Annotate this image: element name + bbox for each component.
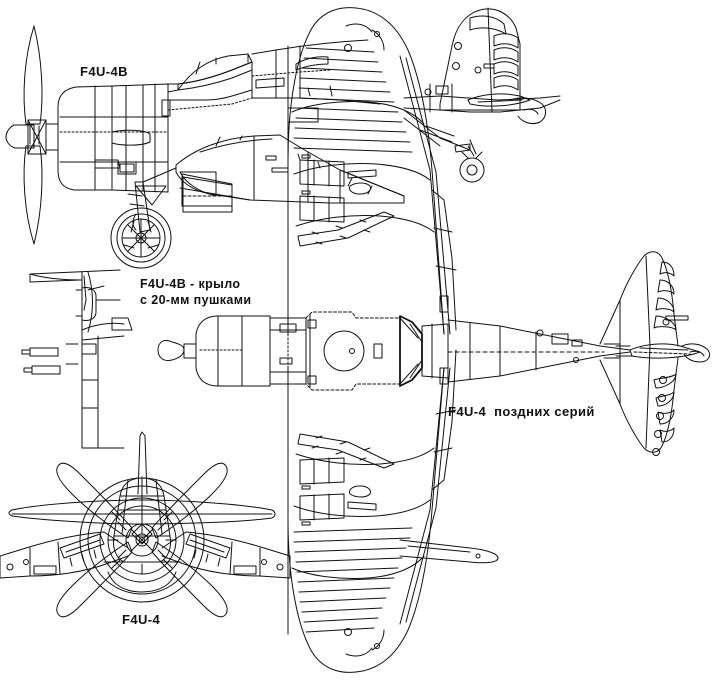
plan-lower-gun-bays: [299, 457, 345, 526]
side-canopy: [177, 53, 253, 91]
side-cowling: [57, 85, 113, 191]
label-front-view: F4U-4: [122, 612, 161, 627]
wing-detail-group: [21, 269, 133, 449]
side-under-wing-bay: [182, 176, 233, 213]
plan-lower-wing: [287, 349, 457, 673]
label-plan-view: F4U-4 поздних серий: [448, 404, 595, 419]
side-wing-fairing: [179, 171, 251, 207]
plan-upper-gun-bays: [299, 154, 345, 223]
plan-upper-wing-ribs: [293, 47, 413, 153]
plan-view-group: [157, 7, 711, 673]
side-spinner: [5, 119, 59, 155]
side-main-wheel: [110, 207, 172, 269]
front-radial-engine: [99, 497, 185, 583]
side-tailwheel: [403, 109, 485, 183]
plan-outer-stub: [399, 539, 499, 564]
plan-fuselage: [157, 311, 631, 391]
plan-lower-wing-ribs: [293, 527, 413, 633]
plan-upper-wing: [287, 7, 457, 335]
label-wing-detail-line2: с 20-мм пушками: [140, 293, 252, 307]
front-left-wing: [0, 531, 129, 579]
label-wing-detail-line1: F4U-4B - крыло: [140, 277, 241, 291]
front-propeller: [56, 462, 228, 618]
side-propeller: [23, 25, 43, 245]
label-side-view: F4U-4B: [80, 64, 128, 79]
side-horizontal-tail: [403, 83, 561, 125]
plan-tail-cone: [615, 343, 711, 363]
plan-horizontal-tail: [599, 251, 689, 456]
front-vertical-fin: [137, 431, 148, 495]
front-right-wing: [161, 531, 291, 579]
plan-lower-wing-fold: [297, 433, 395, 469]
side-exhaust-fairing: [111, 129, 151, 175]
side-view-group: [5, 7, 561, 269]
front-view-group: [0, 431, 291, 618]
side-wing: [175, 134, 405, 204]
plan-upper-wing-fold: [297, 211, 395, 247]
